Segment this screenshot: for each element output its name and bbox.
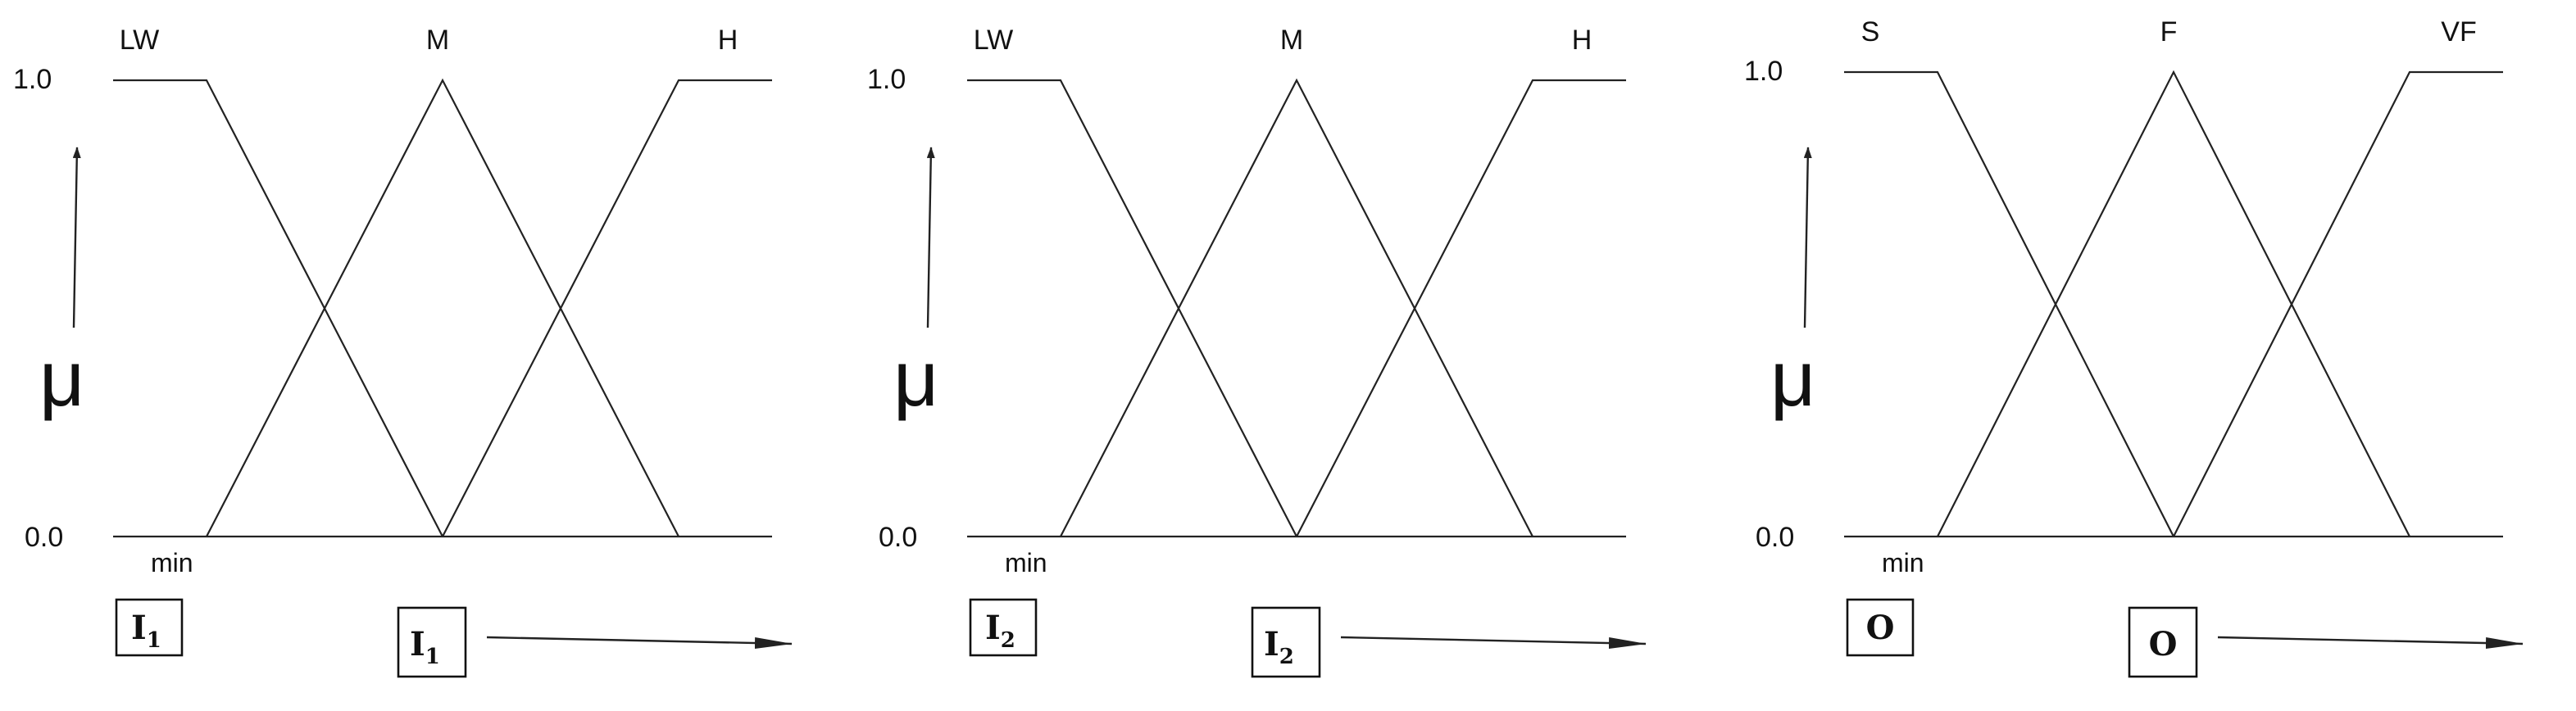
set-label: S — [1861, 16, 1880, 48]
set-label: H — [718, 25, 738, 56]
membership-low — [1844, 70, 2174, 537]
set-label: M — [426, 25, 449, 56]
membership-medium — [1937, 70, 2410, 537]
axis-variable-label: I1 — [410, 625, 440, 669]
mu-arrow — [1803, 147, 1812, 328]
min-label: min — [1005, 548, 1047, 577]
variable-label: I1 — [131, 609, 161, 653]
y-top-label: 1.0 — [1744, 56, 1783, 87]
set-label: LW — [120, 25, 159, 56]
variable-label: I2 — [985, 609, 1015, 653]
mu-arrow — [926, 147, 935, 328]
variable-box-axis — [2128, 606, 2198, 678]
set-label: F — [2160, 16, 2178, 48]
set-label: VF — [2441, 16, 2476, 48]
set-label: LW — [974, 25, 1013, 56]
set-label: H — [1572, 25, 1592, 56]
y-bottom-label: 0.0 — [25, 522, 63, 553]
membership-low — [967, 79, 1297, 537]
variable-box-axis — [397, 606, 467, 678]
axis-variable-label: O — [2149, 625, 2178, 663]
variable-box-small — [969, 598, 1038, 657]
membership-low — [113, 79, 443, 537]
variable-box-small — [1846, 598, 1915, 657]
axis-variable-label: I2 — [1264, 625, 1294, 669]
min-label: min — [1882, 548, 1924, 577]
variable-box-axis — [1251, 606, 1321, 678]
mu-arrow — [72, 147, 81, 328]
membership-medium — [206, 78, 679, 537]
y-top-label: 1.0 — [867, 64, 906, 95]
membership-high — [442, 79, 772, 537]
mu-label: μ — [893, 335, 938, 423]
x-direction-arrow — [2217, 636, 2524, 650]
x-direction-arrow — [1340, 636, 1647, 650]
set-label: M — [1280, 25, 1303, 56]
mu-label: μ — [39, 335, 84, 423]
membership-high — [2173, 70, 2503, 537]
variable-label: O — [1866, 609, 1895, 647]
membership-medium — [1060, 78, 1533, 537]
y-bottom-label: 0.0 — [879, 522, 917, 553]
variable-box-small — [115, 598, 184, 657]
y-bottom-label: 0.0 — [1756, 522, 1794, 553]
min-label: min — [151, 548, 193, 577]
y-top-label: 1.0 — [13, 64, 52, 95]
membership-high — [1296, 79, 1626, 537]
mu-label: μ — [1770, 335, 1815, 423]
x-direction-arrow — [486, 636, 793, 650]
